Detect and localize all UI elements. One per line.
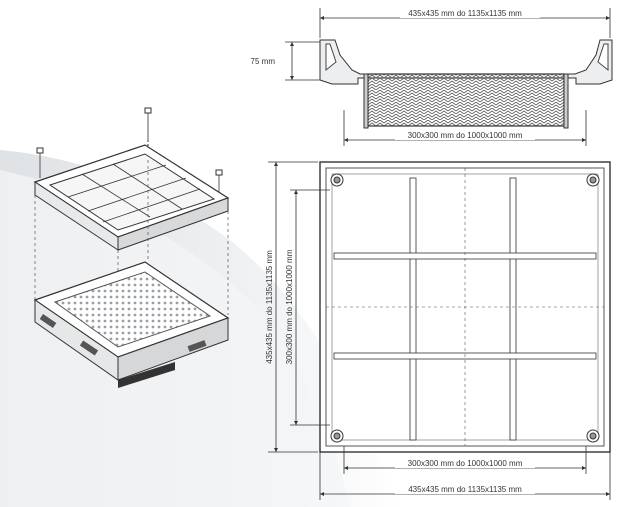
section-view: 435x435 mm do 1135x1135 mm 75 mm 300x300… <box>251 8 613 146</box>
cover-frame <box>33 144 230 251</box>
dim-bottom-outer-width: 435x435 mm do 1135x1135 mm <box>408 485 522 494</box>
dim-depth: 75 mm <box>251 57 276 66</box>
dim-bottom-inner-width: 300x300 mm do 1000x1000 mm <box>408 459 523 468</box>
corner-bolt <box>586 429 600 443</box>
corner-bolt <box>330 429 344 443</box>
dim-inner-width-section: 300x300 mm do 1000x1000 mm <box>408 131 523 140</box>
bolt <box>144 107 152 150</box>
corner-bolt <box>586 173 600 187</box>
dim-inner-height: 300x300 mm do 1000x1000 mm <box>285 249 294 364</box>
corner-bolt <box>330 173 344 187</box>
plan-view: 435x435 mm do 1135x1135 mm 300x300 mm do… <box>265 161 611 500</box>
exploded-view <box>33 107 230 388</box>
base-tray <box>33 261 230 388</box>
bolt <box>36 147 44 178</box>
dim-top-width: 435x435 mm do 1135x1135 mm <box>408 9 522 18</box>
dim-outer-height: 435x435 mm do 1135x1135 mm <box>265 250 274 364</box>
